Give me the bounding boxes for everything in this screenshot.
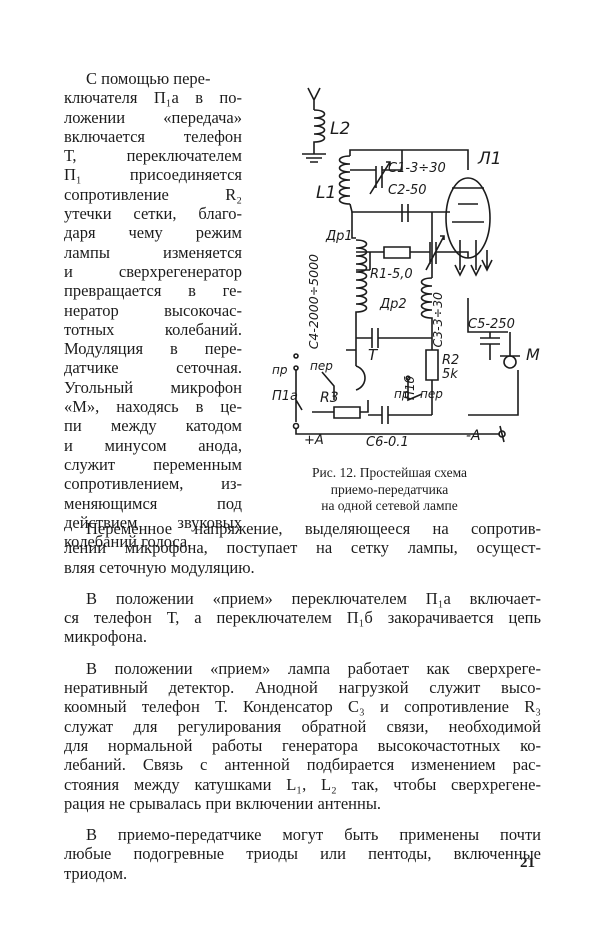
text-line: любые подогревные триоды или пентоды, вк… <box>64 844 541 864</box>
text-line: Переменное напряжение, выделяющееся на с… <box>86 519 541 538</box>
text-line: вляя сеточную модуляцию. <box>64 557 255 577</box>
text-line: Т, переключателем <box>64 146 242 166</box>
label-c1: C1-3÷30 <box>388 161 446 176</box>
text-line: нератор высокочас- <box>64 300 242 320</box>
paragraph: В положении «прием» переключателем П₁а в… <box>64 589 541 647</box>
text-line: микрофона. <box>64 627 148 647</box>
label-r2: R2 <box>442 353 459 368</box>
left-column-text: С помощью пере-ключателя П₁а в по-ложени… <box>64 69 242 551</box>
text-line: В положении «прием» лампа работает как с… <box>86 658 541 678</box>
text-line: сопротивлением, из- <box>64 474 242 494</box>
label-dr2: Др2 <box>379 297 407 312</box>
paragraph: В положении «прием» лампа работает как с… <box>64 659 541 813</box>
label-per-2: пер <box>420 387 443 401</box>
circuit-diagram: L2 L1 C1-3÷30 C2-50 Л1 Др1 R1-5,0 Др2 C3… <box>272 70 542 465</box>
label-r3: R3 <box>320 390 339 406</box>
text-line: рация не срывалась при включении антенны… <box>64 793 382 813</box>
label-l1: L1 <box>316 183 336 203</box>
text-line: лампы изменяется <box>64 242 242 262</box>
label-p1b: П1б <box>403 375 417 400</box>
body-text: Переменное напряжение, выделяющееся на с… <box>64 519 541 895</box>
label-pr-1: пр <box>272 363 288 377</box>
text-line: действием звуковых <box>64 512 242 532</box>
text-line: «М», находясь в це- <box>64 397 242 417</box>
label-r1: R1-5,0 <box>370 267 413 282</box>
text-line: включается телефон <box>64 126 242 146</box>
label-c3: C3-3÷30 <box>430 292 445 348</box>
label-minus-a: -A <box>466 428 481 444</box>
figure-caption: Рис. 12. Простейшая схема приемо-передат… <box>272 465 507 515</box>
text-line: для нормальной работы генератора высокоч… <box>64 735 541 755</box>
text-line: пи между катодом <box>64 416 242 436</box>
text-line: В положении «прием» переключателем П₁а в… <box>86 588 541 608</box>
circuit-schematic: L2 L1 C1-3÷30 C2-50 Л1 Др1 R1-5,0 Др2 C3… <box>272 87 540 450</box>
text-line: В приемо-передатчике могут быть применен… <box>86 825 541 845</box>
text-line: П₁ присоединяется <box>64 165 242 185</box>
label-mic: M <box>526 345 540 364</box>
caption-line: приемо-передатчика <box>330 481 449 497</box>
label-c4: C4-2000÷5000 <box>306 254 321 349</box>
caption-line: Рис. 12. Простейшая схема <box>311 465 468 480</box>
label-p1a: П1а <box>272 389 298 404</box>
text-line: превращается в ге- <box>64 281 242 301</box>
label-l2: L2 <box>330 119 350 139</box>
text-line: стояния между катушками L₁, L₂ так, чтоб… <box>64 774 541 794</box>
label-r2-value: 5k <box>442 367 458 382</box>
text-line: служат для регулирования обратной связи,… <box>64 716 541 736</box>
text-line: колебаний голоса. <box>64 532 192 552</box>
text-line: служит переменным <box>64 454 242 474</box>
label-c2: C2-50 <box>388 183 427 198</box>
paragraph: Переменное напряжение, выделяющееся на с… <box>64 519 541 577</box>
text-line: меняющимся под <box>64 493 242 513</box>
label-lamp: Л1 <box>477 149 502 169</box>
text-line: ложении «передача» <box>64 107 242 127</box>
text-line: ключателя П₁а в по- <box>64 88 242 108</box>
text-line: лении микрофона, поступает на сетку ламп… <box>64 538 541 558</box>
text-line: и сверхрегенератор <box>64 261 242 281</box>
text-line: С помощью пере- <box>86 69 211 88</box>
label-dr1: Др1 <box>325 229 353 244</box>
text-line: сопротивление R₂ <box>64 184 242 204</box>
text-line: триодом. <box>64 863 128 883</box>
text-line: Модуляция в пере- <box>64 339 242 359</box>
text-line: даря чему режим <box>64 223 242 243</box>
text-line: тотных колебаний. <box>64 319 242 339</box>
text-line: ся телефон Т, а переключателем П₁б закор… <box>64 608 541 628</box>
text-line: коомный телефон Т. Конденсатор С₃ и сопр… <box>64 697 541 717</box>
text-line: Угольный микрофон <box>64 377 242 397</box>
label-plus-a: +A <box>304 433 324 448</box>
label-c6: C6-0.1 <box>366 435 409 450</box>
text-line: датчике сеточная. <box>64 358 242 378</box>
page-number: 21 <box>520 855 535 871</box>
text-line: лебаний. Связь с антенной подбирается из… <box>64 755 541 775</box>
label-c5: C5-250 <box>468 317 515 332</box>
caption-line: на одной сетевой лампе <box>321 498 458 513</box>
label-pr-2: пр <box>394 387 410 401</box>
text-line: неративный детектор. Анодной нагрузкой с… <box>64 678 541 698</box>
paragraph: В приемо-передатчике могут быть применен… <box>64 825 541 883</box>
label-per-1: пер <box>310 359 333 373</box>
text-line: утечки сетки, благо- <box>64 204 242 224</box>
label-phone-t: T <box>368 346 379 364</box>
text-line: и минусом анода, <box>64 435 242 455</box>
